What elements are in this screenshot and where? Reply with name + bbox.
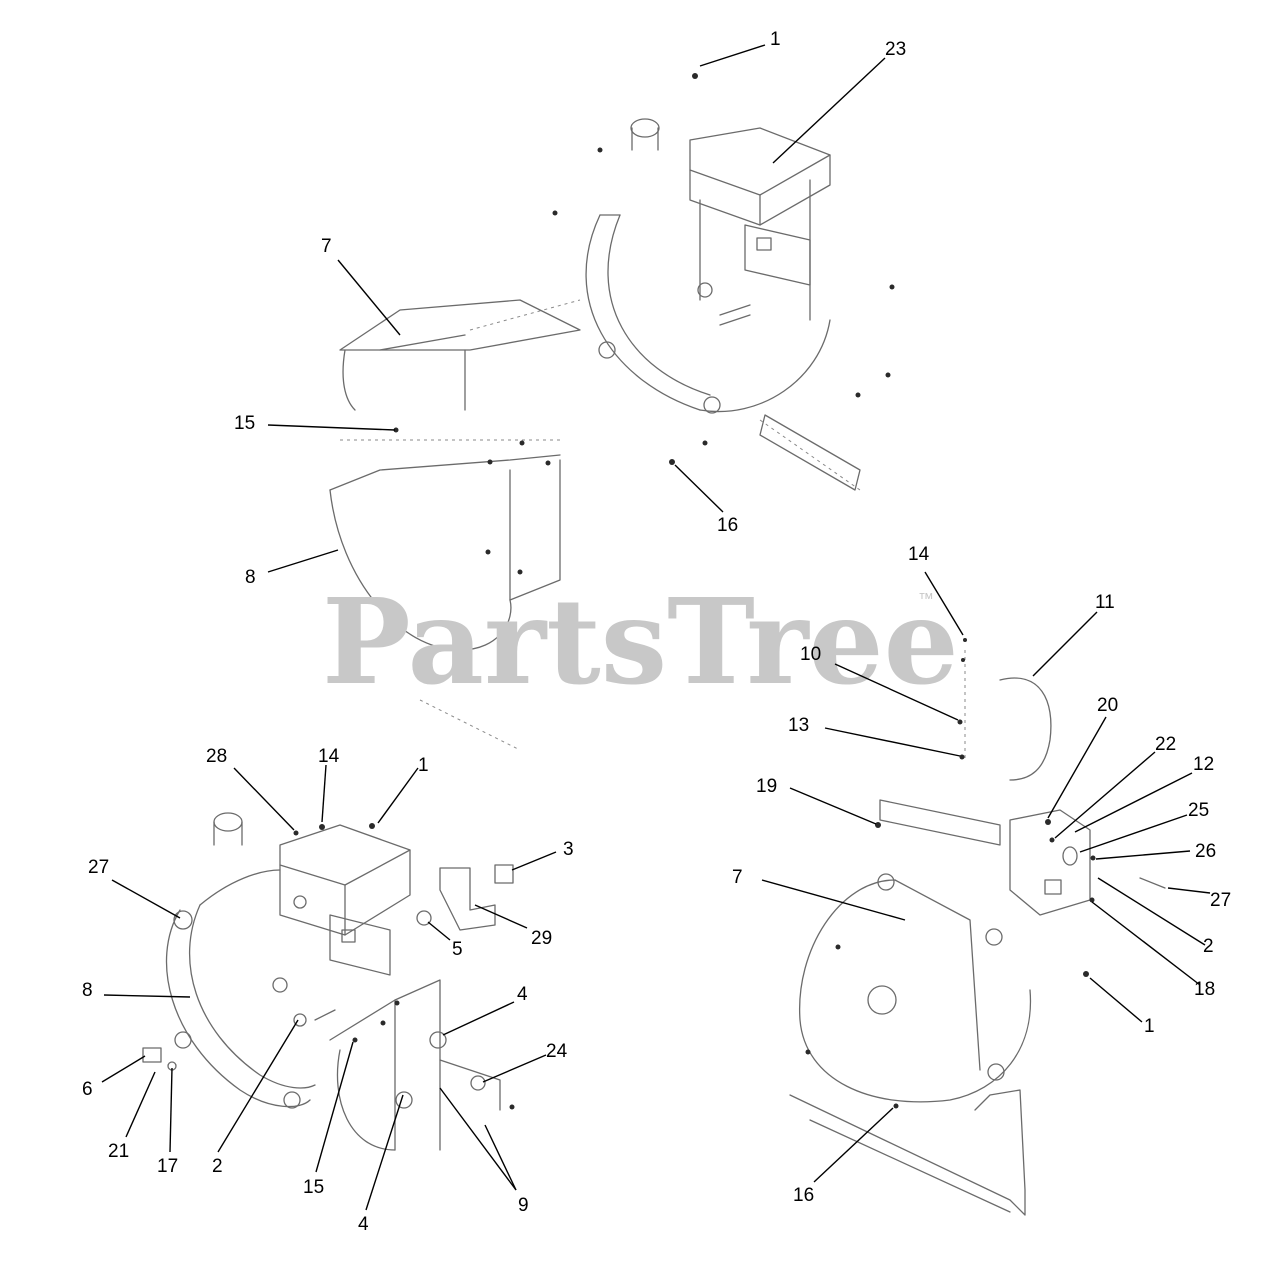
callout-label: 14 — [908, 544, 930, 565]
leader-lines — [101, 44, 1211, 1211]
callout-label: 5 — [452, 939, 463, 960]
callout-label: 29 — [531, 928, 552, 949]
callout-label: 4 — [358, 1214, 369, 1235]
callout-label: 27 — [88, 857, 109, 878]
callout-label: 16 — [793, 1185, 814, 1206]
callout-label: 12 — [1193, 754, 1214, 775]
callout-label: 10 — [800, 644, 821, 665]
callout-label: 24 — [546, 1041, 568, 1062]
callout-label: 17 — [157, 1156, 178, 1177]
watermark: PartsTree ™ — [322, 572, 959, 711]
callout-label: 15 — [303, 1177, 324, 1198]
callout-label: 18 — [1194, 979, 1215, 1000]
lower-left-assembly-drawing — [142, 812, 515, 1151]
callout-label: 6 — [82, 1079, 93, 1100]
callout-label: 2 — [212, 1156, 223, 1177]
callout-label: 13 — [788, 715, 809, 736]
callout-label: 27 — [1210, 890, 1231, 911]
callout-label: 3 — [563, 839, 574, 860]
callout-label: 11 — [1095, 592, 1115, 613]
callout-label: 8 — [82, 980, 93, 1001]
callout-label: 1 — [418, 755, 429, 776]
lower-right-assembly-callouts: 14 11 10 13 20 22 12 19 25 26 7 27 2 18 … — [732, 544, 1231, 1206]
callout-label: 4 — [517, 984, 528, 1005]
lower-right-assembly-drawing — [789, 638, 1166, 1216]
upper-assembly-callouts: 1 23 7 15 16 8 — [234, 29, 906, 588]
lower-left-assembly-callouts: 28 14 1 3 27 29 5 8 4 24 6 21 17 2 15 4 … — [82, 746, 574, 1235]
callout-label: 14 — [318, 746, 340, 767]
callout-label: 8 — [245, 567, 256, 588]
callout-label: 1 — [770, 29, 781, 50]
callout-label: 23 — [885, 39, 906, 60]
callout-label: 26 — [1195, 841, 1216, 862]
watermark-text: PartsTree — [322, 572, 959, 711]
callout-label: 7 — [732, 867, 743, 888]
callout-label: 25 — [1188, 800, 1209, 821]
callout-label: 21 — [108, 1141, 129, 1162]
upper-assembly-drawing — [329, 73, 895, 751]
callout-label: 1 — [1144, 1016, 1155, 1037]
callout-label: 16 — [717, 515, 738, 536]
callout-label: 28 — [206, 746, 227, 767]
callout-label: 22 — [1155, 734, 1176, 755]
callout-label: 2 — [1203, 936, 1214, 957]
callout-label: 7 — [321, 236, 332, 257]
callout-label: 20 — [1097, 695, 1118, 716]
watermark-trademark: ™ — [918, 591, 934, 608]
callout-label: 9 — [518, 1195, 529, 1216]
callout-label: 19 — [756, 776, 777, 797]
callout-label: 15 — [234, 413, 255, 434]
